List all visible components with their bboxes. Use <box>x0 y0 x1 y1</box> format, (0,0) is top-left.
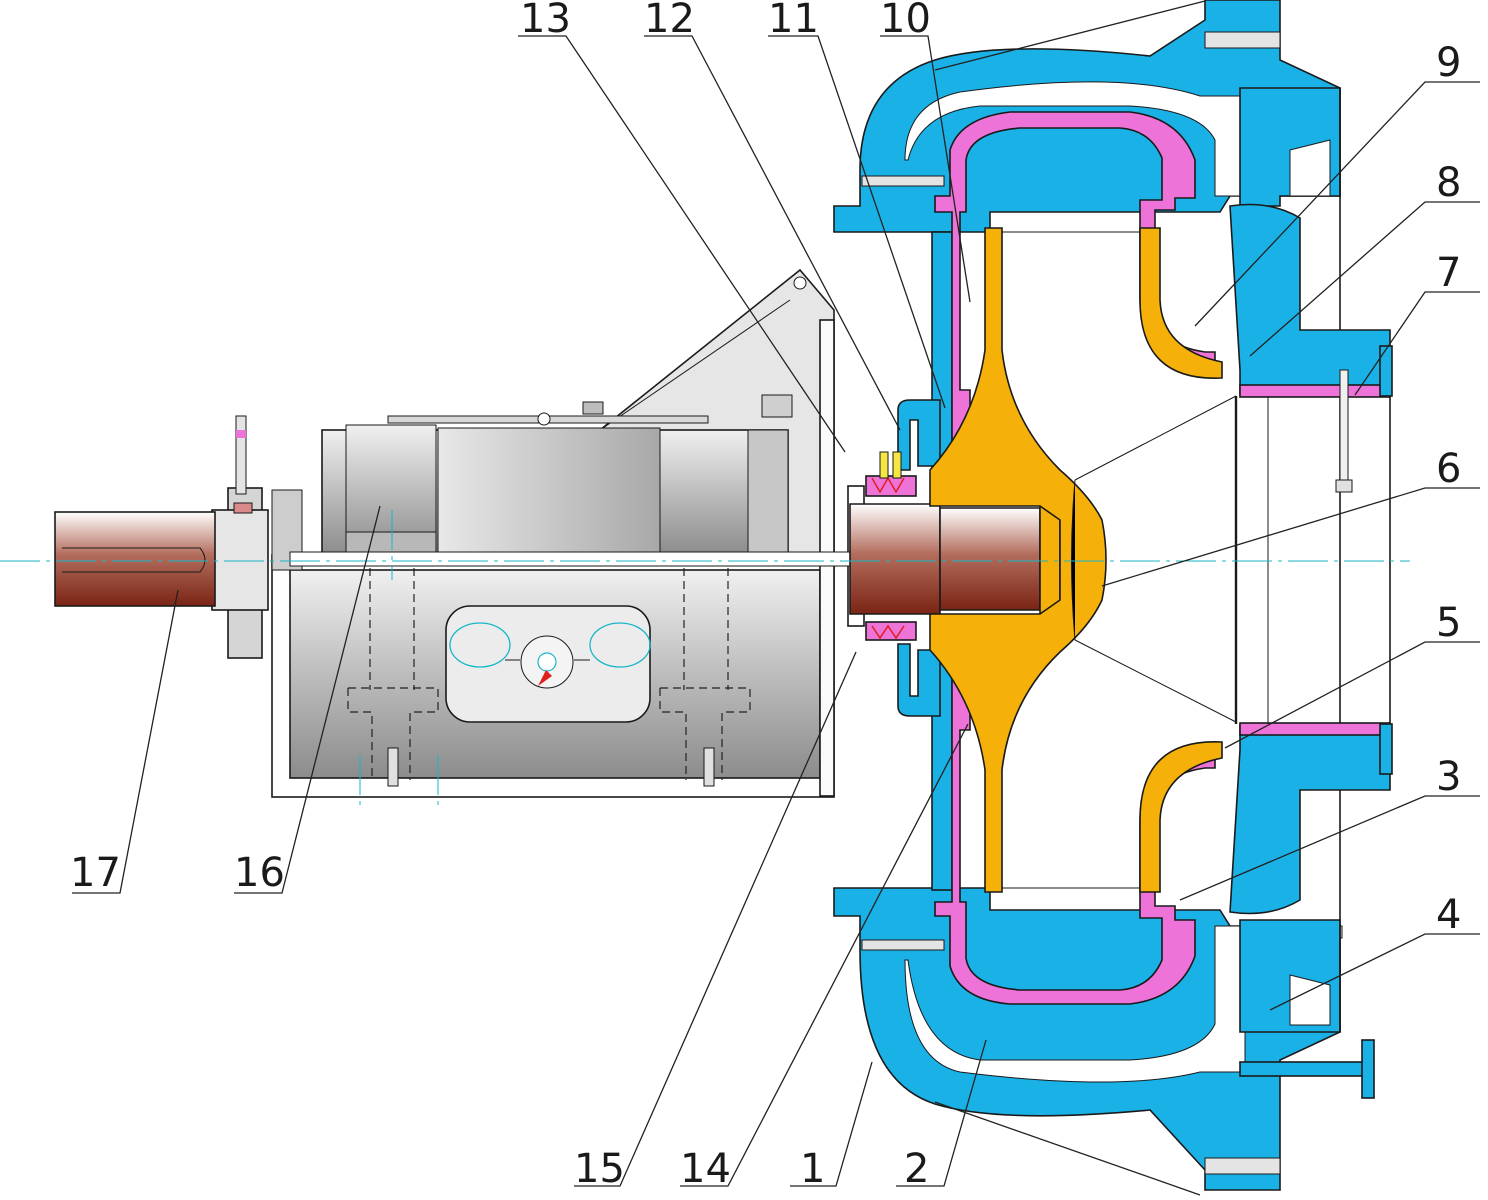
label-2: 2 <box>904 1146 929 1192</box>
suction-plate-lower <box>1229 724 1391 915</box>
label-8: 8 <box>1436 160 1461 206</box>
label-5: 5 <box>1436 600 1461 646</box>
impeller-front-shroud-upper <box>1139 227 1223 379</box>
label-13: 13 <box>520 0 571 42</box>
shaft-drive-end <box>54 511 216 607</box>
label-1: 1 <box>800 1146 825 1192</box>
gland-stud <box>879 451 889 479</box>
part-number-labels: 13 12 11 10 9 8 7 6 5 3 4 17 16 15 14 1 … <box>70 0 1461 1192</box>
label-7: 7 <box>1436 250 1461 296</box>
label-11: 11 <box>768 0 819 42</box>
shaft-seal-assembly <box>865 451 917 641</box>
impeller <box>929 227 1237 893</box>
label-9: 9 <box>1436 40 1461 86</box>
label-3: 3 <box>1436 754 1461 800</box>
impeller-front-shroud-lower <box>1139 741 1223 893</box>
lifting-eye <box>793 276 807 290</box>
label-16: 16 <box>234 850 285 896</box>
indicator-pointer <box>538 670 552 686</box>
bearing-assembly <box>211 268 865 798</box>
label-10: 10 <box>880 0 931 42</box>
leader-lines <box>72 0 1480 1196</box>
label-4: 4 <box>1436 892 1461 938</box>
label-15: 15 <box>574 1146 625 1192</box>
suction-plate-upper <box>1229 203 1391 396</box>
label-17: 17 <box>70 850 121 896</box>
impeller-rear-shroud <box>929 227 1107 893</box>
label-6: 6 <box>1436 446 1461 492</box>
shaft-impeller-end <box>849 503 941 615</box>
adjusting-bolt <box>235 415 247 495</box>
label-14: 14 <box>680 1146 731 1192</box>
front-cover <box>1229 87 1393 1033</box>
label-12: 12 <box>644 0 695 42</box>
packing-upper <box>865 475 917 497</box>
shaft-through-bearing <box>289 551 851 567</box>
